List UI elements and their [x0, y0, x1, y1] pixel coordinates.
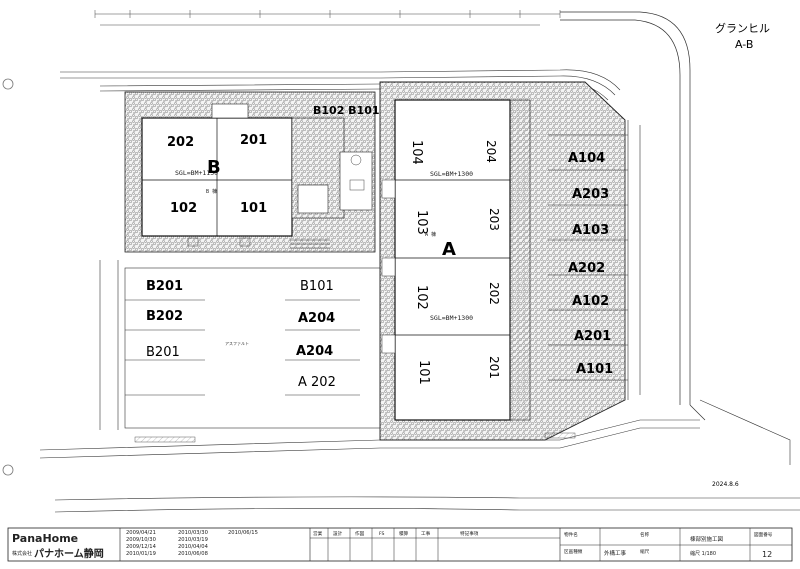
revision-date: 2010/03/19: [178, 537, 208, 543]
title-block: [7, 527, 793, 562]
building-a-letter: A: [442, 239, 456, 260]
unit-a104: 104: [409, 140, 424, 165]
parking-label-b202: B202: [146, 309, 183, 324]
unit-b202: 202: [167, 135, 194, 150]
project-label: 物件名: [564, 531, 578, 538]
building-a-name: A 棟: [425, 231, 436, 238]
scale-label: 縮尺: [640, 548, 650, 555]
building-a-sgl-lower: SGL=BM+1300: [430, 314, 473, 322]
parking-label-a102: A102: [572, 294, 609, 309]
parking-label-a201: A201: [574, 329, 611, 344]
unit-b102: 102: [170, 201, 197, 216]
parking-label-a104: A104: [568, 151, 605, 166]
parking-label-a204: A204: [296, 344, 333, 359]
drawing-name-label: 名称: [640, 531, 650, 538]
revision-date: 2010/06/15: [228, 530, 258, 536]
company-name: パナホーム静岡: [34, 547, 104, 560]
drawing-no-label: 図面番号: [754, 531, 773, 538]
drawing-name-value: 棟部別施工図: [690, 535, 724, 543]
road-curve-top-right: [560, 11, 706, 421]
revision-date: 2010/03/30: [178, 530, 208, 536]
unit-tag-b102-b101: B102 B101: [313, 104, 380, 117]
date-note: 2024.8.6: [712, 481, 739, 488]
work-value: 外構工事: [604, 549, 627, 557]
revision-date: 2010/01/19: [126, 551, 156, 557]
unit-b101: 101: [240, 201, 267, 216]
revision-date: 2009/12/14: [126, 544, 157, 550]
revision-date: 2009/10/30: [126, 537, 156, 543]
building-b-name: B 棟: [206, 188, 217, 195]
stamp-header: 特記事項: [460, 530, 479, 537]
parking-label-a101: A101: [576, 362, 613, 377]
scale-value: 縮尺 1/180: [690, 550, 716, 557]
unit-a204: 204: [484, 140, 498, 163]
revision-date: 2010/06/08: [178, 551, 208, 557]
panahome-logo: PanaHome: [12, 532, 78, 545]
stamp-header: 作図: [355, 530, 365, 537]
parking-label-a203: A203: [572, 187, 609, 202]
unit-b201: 201: [240, 133, 267, 148]
left-parking-area: [99, 260, 381, 430]
parking-label-a103: A103: [572, 223, 609, 238]
corner-note-line2: A-B: [735, 38, 753, 51]
work-label: 区画種類: [564, 548, 583, 555]
drawing-number: 12: [762, 550, 772, 559]
revision-date: 2010/04/04: [178, 544, 209, 550]
building-a-sgl-upper: SGL=BM+1300: [430, 170, 473, 178]
building-b-area: SGL=BM+1150 B 棟 202 201 102 101 B B102 B…: [124, 91, 380, 253]
binder-hole: [2, 464, 14, 476]
top-dimension-line: [94, 10, 561, 26]
right-parking-area: [548, 120, 641, 400]
stamp-header: 営業: [313, 530, 323, 537]
corner-note-line1: グランヒル: [715, 21, 770, 35]
company-prefix: 株式会社: [12, 550, 32, 557]
stamp-header: FS: [379, 531, 385, 537]
building-b-letter: B: [207, 157, 221, 178]
building-a-area: SGL=BM+1300 SGL=BM+1300 A 棟 A 104 103 10…: [379, 81, 626, 441]
stamp-header: 設計: [333, 530, 343, 537]
stamp-header: 工事: [421, 530, 431, 537]
parking-label-b101: B101: [300, 279, 334, 294]
unit-a202: 202: [487, 282, 501, 305]
building-b-sgl: SGL=BM+1150: [175, 169, 218, 177]
unit-a101: 101: [416, 360, 431, 385]
asphalt-label: アスファルト: [225, 341, 249, 346]
binder-hole: [2, 78, 14, 90]
unit-a203: 203: [487, 208, 501, 231]
parking-label-a202: A202: [568, 261, 605, 276]
parking-label-a204-upper: A204: [298, 311, 335, 326]
revision-date: 2009/04/21: [126, 530, 156, 536]
south-boundary-road: [39, 399, 800, 513]
stamp-header: 積算: [399, 530, 409, 537]
parking-label-b201: B201: [146, 279, 183, 294]
unit-a103: 103: [414, 210, 429, 235]
unit-a102: 102: [414, 285, 429, 310]
building-a-body: [394, 99, 511, 421]
unit-a201: 201: [487, 356, 501, 379]
parking-label-b201-lower: B201: [146, 345, 180, 360]
parking-label-a202-lower: A 202: [298, 375, 336, 390]
